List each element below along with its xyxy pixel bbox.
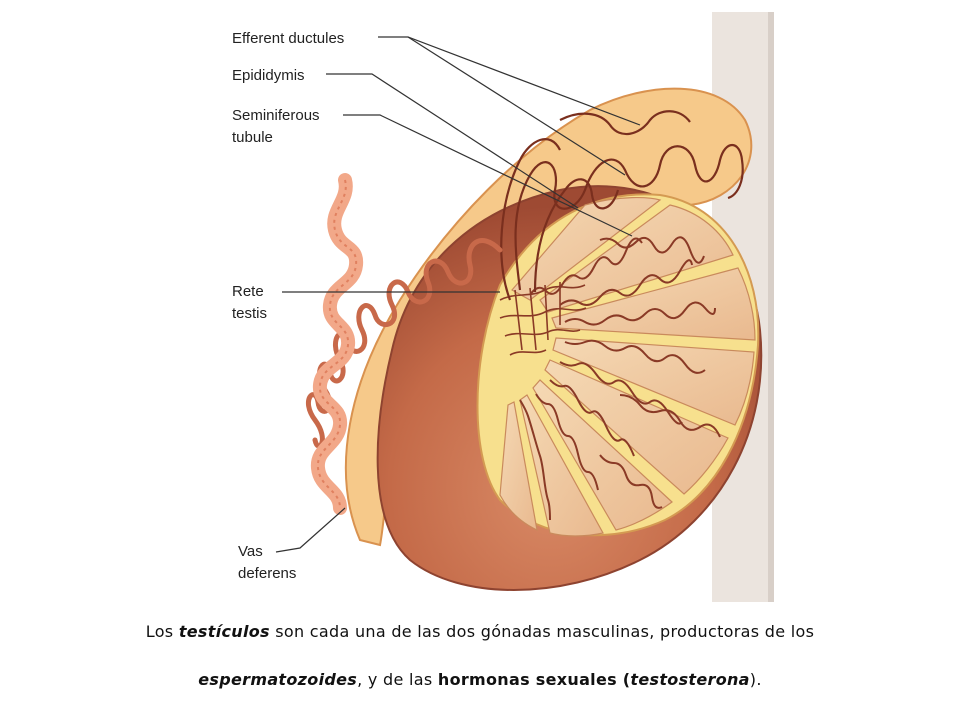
caption-line-1: Los testículos son cada una de las dos g… bbox=[0, 622, 960, 641]
label-rete-line2: testis bbox=[232, 305, 267, 322]
lobules bbox=[499, 196, 756, 537]
testis-anatomy-diagram: Efferent ductules Epididymis Seminiferou… bbox=[232, 12, 774, 602]
caption-term-testosterona: testosterona bbox=[630, 670, 750, 689]
label-vas-line2: deferens bbox=[238, 565, 296, 582]
caption-term-testiculos: testículos bbox=[178, 622, 270, 641]
caption-text: son cada una de las dos gónadas masculin… bbox=[269, 622, 815, 641]
label-epididymis: Epididymis bbox=[232, 67, 305, 84]
seminiferous-tubules bbox=[519, 236, 721, 521]
efferent-ductules bbox=[500, 110, 744, 301]
caption-term-hormonas: hormonas sexuales ( bbox=[437, 670, 631, 689]
caption-text: , y de las bbox=[357, 670, 438, 689]
label-rete-line1: Rete bbox=[232, 283, 264, 300]
label-vas-line1: Vas bbox=[238, 543, 263, 560]
caption-term-espermatozoides: espermatozoides bbox=[198, 670, 358, 689]
caption-line-2: espermatozoides, y de las hormonas sexua… bbox=[0, 670, 960, 689]
label-seminiferous-line2: tubule bbox=[232, 129, 273, 146]
label-seminiferous-line1: Seminiferous bbox=[232, 107, 320, 124]
leader-lines bbox=[275, 36, 641, 553]
caption-text: ). bbox=[749, 670, 762, 689]
rete-testis bbox=[499, 282, 587, 356]
epididymis-duct bbox=[306, 238, 503, 449]
label-efferent-ductules: Efferent ductules bbox=[232, 30, 344, 47]
caption-text: Los bbox=[145, 622, 179, 641]
